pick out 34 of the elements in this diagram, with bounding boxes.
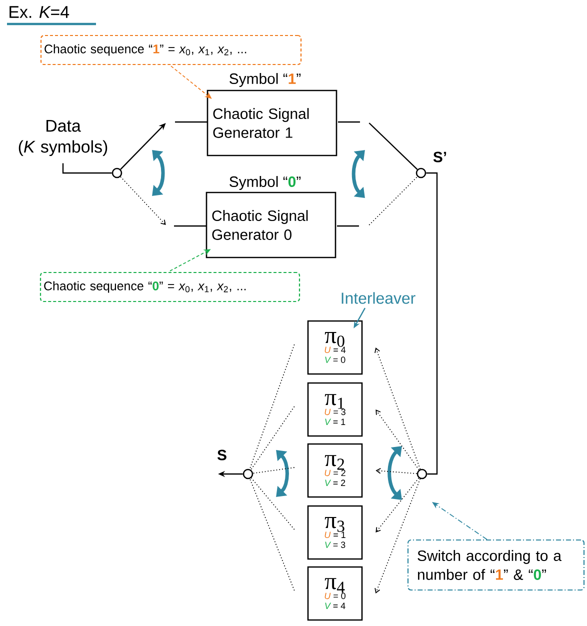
callout-box: Chaotic sequence “0” = x$_{0}$, x$_{1}$, x$_{2}$, ... <box>40 272 300 302</box>
symbol-label: Symbol “0” <box>230 176 301 190</box>
switch-contact <box>416 468 428 480</box>
connector <box>62 163 112 174</box>
symbol-label: Symbol “1” <box>230 73 301 87</box>
interleaver-label: Interleaver <box>342 292 416 304</box>
connector <box>252 467 295 474</box>
data-label: Data (K symbols) <box>18 120 108 156</box>
interleaver-box: π$_{0}$ U = 4 V = 0 <box>307 320 363 375</box>
arrow <box>376 478 420 532</box>
arrow <box>374 348 421 470</box>
arrow <box>374 478 421 594</box>
generator-box: Chaotic Signal Generator 1 <box>206 90 338 156</box>
interleaver-box: π$_{3}$ U = 1 V = 3 <box>307 505 363 560</box>
switch-label: S <box>217 450 226 460</box>
interleaver-box: π$_{1}$ U = 3 V = 1 <box>307 382 363 437</box>
connector <box>368 176 418 226</box>
generator-box: Chaotic Signal Generator 0 <box>206 192 336 258</box>
switch-contact <box>112 168 122 178</box>
note-box: Switch according to a number of “1” & “0” <box>407 539 585 591</box>
connector <box>368 122 418 170</box>
interleaver-box: π$_{2}$ U = 2 V = 2 <box>307 443 363 498</box>
connector <box>249 344 295 470</box>
connector <box>250 478 295 530</box>
arrow <box>120 176 166 225</box>
connector <box>426 172 438 475</box>
arrow <box>376 410 420 470</box>
arrow <box>376 468 418 474</box>
callout-box: Chaotic sequence “1” = x$_{0}$, x$_{1}$, x$_{2}$, ... <box>40 34 302 66</box>
connector <box>250 406 295 470</box>
interleaver-box: π$_{4}$ U = 0 V = 4 <box>307 566 363 621</box>
title: Ex. K=4 <box>10 6 70 18</box>
switch-label: S’ <box>433 152 446 162</box>
connector <box>249 478 295 591</box>
